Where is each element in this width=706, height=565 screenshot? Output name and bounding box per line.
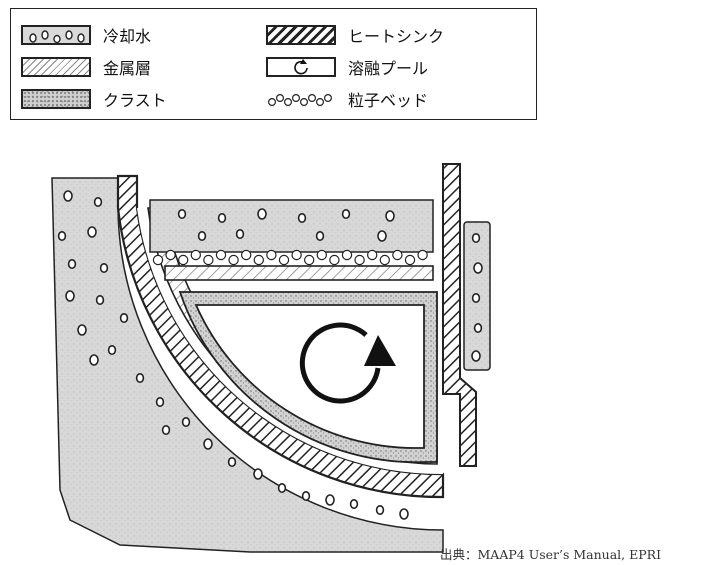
legend-label-coolant: 冷却水 xyxy=(103,27,152,46)
coolant-swatch-pebbles xyxy=(29,30,85,43)
molten-pool-swatch xyxy=(266,57,336,77)
source-caption: 出典：MAAP4 User’s Manual, EPRI xyxy=(440,547,662,562)
particle xyxy=(190,249,201,261)
pebble xyxy=(99,262,109,273)
pebble xyxy=(177,209,187,220)
legend-item-particle-bed: 粒子ベッド xyxy=(266,87,428,111)
pebble xyxy=(377,230,387,242)
legend-box: 冷却水 金属層 クラスト ヒートシンク 溶融プール xyxy=(10,8,537,120)
upper-coolant-pool xyxy=(149,199,434,253)
particle xyxy=(404,254,416,266)
pebble xyxy=(325,494,335,506)
pebble xyxy=(95,294,105,305)
particle xyxy=(215,249,227,261)
pebble xyxy=(203,438,213,450)
heat-sink-swatch xyxy=(266,25,336,45)
pebble xyxy=(341,209,351,220)
pebble xyxy=(301,490,311,501)
pebble xyxy=(119,312,129,323)
legend-item-heat-sink: ヒートシンク xyxy=(266,23,444,47)
particle xyxy=(228,254,239,266)
pebble xyxy=(217,213,227,224)
legend-label-molten-pool: 溶融プール xyxy=(348,59,429,78)
pebble xyxy=(87,226,97,238)
particle xyxy=(316,249,327,261)
particle xyxy=(266,249,277,261)
legend-item-metal: 金属層 xyxy=(21,55,151,79)
pebble xyxy=(65,290,75,302)
pebble xyxy=(181,416,191,427)
metal-layer-swatch xyxy=(21,57,91,77)
outer-coolant-region xyxy=(51,177,444,553)
pebble xyxy=(161,424,171,435)
particle xyxy=(278,254,290,266)
pebble xyxy=(471,292,481,303)
coolant-swatch xyxy=(21,25,91,45)
pebble xyxy=(227,456,237,467)
pebble xyxy=(57,231,67,242)
particle xyxy=(240,249,252,261)
particle xyxy=(354,254,365,266)
right-heat-sink-wall xyxy=(442,163,477,467)
particle xyxy=(203,254,214,266)
pebble xyxy=(253,468,263,480)
particle xyxy=(304,254,315,266)
legend-item-coolant: 冷却水 xyxy=(21,23,151,47)
particle xyxy=(177,254,189,266)
pebble xyxy=(197,231,207,242)
pebble xyxy=(67,258,77,269)
pebble xyxy=(77,324,87,336)
particle xyxy=(417,249,428,261)
circulation-arrow xyxy=(299,322,381,404)
legend-label-heat-sink: ヒートシンク xyxy=(348,27,445,46)
pebble xyxy=(385,210,395,222)
particle-bed-swatch xyxy=(266,89,336,109)
pebble xyxy=(473,262,483,274)
particle xyxy=(392,249,403,261)
pebble xyxy=(235,229,245,240)
pebble xyxy=(399,508,409,520)
particle xyxy=(165,249,176,261)
particle xyxy=(152,254,164,266)
circulation-arrowhead xyxy=(364,335,396,366)
pebble xyxy=(89,354,99,366)
pebble xyxy=(93,197,103,208)
legend-label-particle-bed: 粒子ベッド xyxy=(348,91,429,110)
pebble xyxy=(473,322,483,333)
particle xyxy=(341,249,353,261)
molten-pool xyxy=(194,304,425,449)
pebble xyxy=(471,350,481,362)
pebble xyxy=(257,208,267,220)
legend-label-metal: 金属層 xyxy=(103,59,152,78)
particle xyxy=(329,254,340,266)
rotation-arrow-icon xyxy=(294,59,308,75)
pebble xyxy=(135,372,145,383)
legend-label-crust: クラスト xyxy=(103,91,167,110)
legend-item-molten-pool: 溶融プール xyxy=(266,55,428,79)
particle-bed-layer xyxy=(152,249,428,266)
pebble xyxy=(375,504,385,515)
metal-layer-top xyxy=(164,265,434,281)
pebble xyxy=(107,344,117,355)
particle xyxy=(253,254,264,266)
legend-item-crust: クラスト xyxy=(21,87,167,111)
particle xyxy=(367,249,378,261)
particle xyxy=(379,254,390,266)
pebble xyxy=(63,190,73,202)
pebble xyxy=(471,233,481,244)
pebble xyxy=(277,482,287,493)
pebble xyxy=(155,396,165,407)
coolant-pebbles xyxy=(57,190,483,520)
pebble xyxy=(315,231,325,242)
pebble xyxy=(297,213,307,224)
pebble xyxy=(349,498,359,509)
crust-swatch xyxy=(21,89,91,109)
particle xyxy=(291,249,302,261)
particle-bed-circles xyxy=(267,93,332,107)
